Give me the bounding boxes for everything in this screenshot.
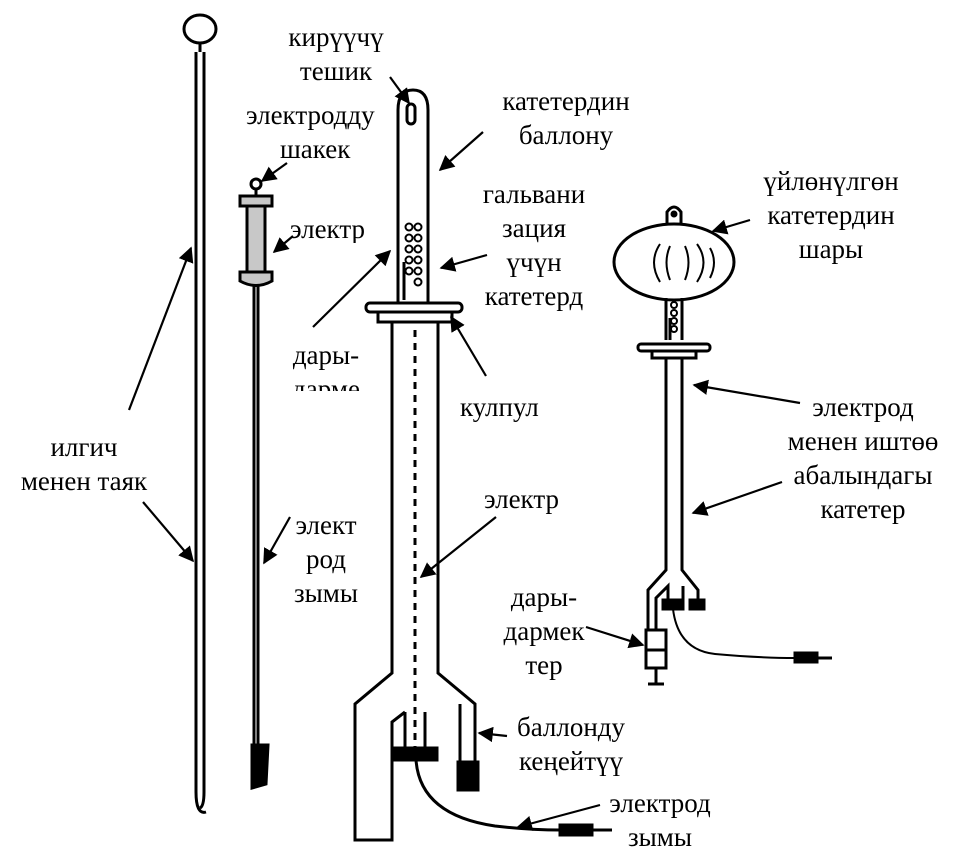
main-connector	[393, 746, 439, 762]
label-inflated-catheter-ball: үйлөнүлгөн катетердин шары	[742, 164, 920, 266]
label-galvanization-line-2: зация	[502, 213, 566, 243]
label-stick-line-2: менен таяк	[20, 466, 148, 496]
label-electrode-wire-bottom-line-1: электрод	[609, 788, 711, 818]
label-drug-left-line-2: дарме	[292, 374, 360, 391]
label-balloon-expansion-line-2: кеңейтүү	[518, 746, 624, 776]
label-lock: кулпул	[460, 390, 539, 424]
balloon-valve	[456, 760, 480, 792]
label-inflated-line-2: катетердин	[767, 200, 895, 230]
label-electrode-wire-left: элект род зымы	[286, 508, 366, 610]
label-drug-left-line-1: дары-	[292, 340, 360, 370]
label-electrode-center-text: электр	[484, 484, 559, 514]
label-stick-line-1: илгич	[50, 432, 118, 462]
main-catheter	[353, 88, 612, 842]
lock-flange	[364, 301, 464, 314]
leader-arrows	[127, 76, 801, 831]
label-catheter-state-line-3: абалындагы	[793, 460, 933, 490]
label-electrode-center: электр	[484, 482, 559, 516]
label-electrode-wire-left-line-3: зымы	[293, 578, 359, 608]
label-balloon-expansion-line-1: баллонду	[516, 712, 626, 742]
label-catheter-balloon-line-2: баллону	[518, 120, 614, 150]
label-drug-right: дары- дармек тер	[490, 580, 598, 682]
inflated-catheter	[612, 205, 832, 686]
electrode-plug	[250, 743, 270, 790]
label-galvanization-catheter: гальвани зация үчүн катетерд	[470, 177, 598, 313]
label-galvanization-line-1: гальвани	[482, 179, 586, 209]
label-inflated-line-3: шары	[798, 234, 864, 264]
label-galvanization-line-3: үчүн	[506, 247, 562, 277]
label-catheter-balloon-line-1: катетердин	[502, 86, 630, 116]
stick-hook	[194, 791, 207, 814]
galvanization-holes	[404, 222, 423, 287]
label-drug-right-line-2: дармек	[503, 616, 585, 646]
electrode-body	[245, 204, 267, 274]
label-drug-right-line-3: тер	[525, 650, 563, 680]
label-drug-left: дары- дарме	[281, 338, 371, 391]
label-entry-hole: кирүүчү тешик	[276, 20, 396, 88]
label-electrode-top: электр	[290, 212, 380, 243]
label-catheter-state: электрод менен иштөө абалындагы катетер	[766, 390, 960, 526]
label-electrode-wire-left-line-1: элект	[295, 510, 357, 540]
label-electrode-hook: электродду шакек	[246, 98, 406, 166]
label-catheter-state-line-1: электрод	[812, 392, 914, 422]
label-balloon-expansion: баллонду кеңейтүү	[510, 710, 632, 778]
label-catheter-state-line-2: менен иштөө	[787, 426, 939, 456]
label-electrode-hook-line-1: электродду	[246, 100, 375, 130]
label-drug-right-line-1: дары-	[510, 582, 578, 612]
electrode-hook-ring	[249, 177, 263, 191]
electrode-with-ring	[238, 177, 274, 790]
label-galvanization-line-4: катетерд	[484, 281, 584, 311]
stick-ring	[182, 13, 218, 45]
label-electrode-wire-left-line-2: род	[306, 544, 346, 574]
label-catheter-state-line-4: катетер	[820, 494, 906, 524]
label-inflated-line-1: үйлөнүлгөн	[763, 166, 899, 196]
label-electrode-wire-bottom-line-2: зымы	[627, 822, 693, 852]
label-electrode-top-text: электр	[290, 214, 365, 243]
catheter-ball	[612, 222, 736, 302]
stick-with-hook	[182, 13, 218, 814]
label-lock-text: кулпул	[460, 392, 539, 422]
entry-hole	[405, 102, 417, 126]
label-entry-hole-line-2: тешик	[299, 56, 373, 86]
label-electrode-wire-bottom: электрод зымы	[590, 786, 730, 854]
label-stick-with-hook: илгич менен таяк	[4, 430, 164, 498]
label-electrode-hook-line-2: шакек	[280, 134, 351, 164]
label-entry-hole-line-1: кирүүчү	[288, 22, 384, 52]
label-catheter-balloon: катетердин баллону	[486, 84, 646, 152]
